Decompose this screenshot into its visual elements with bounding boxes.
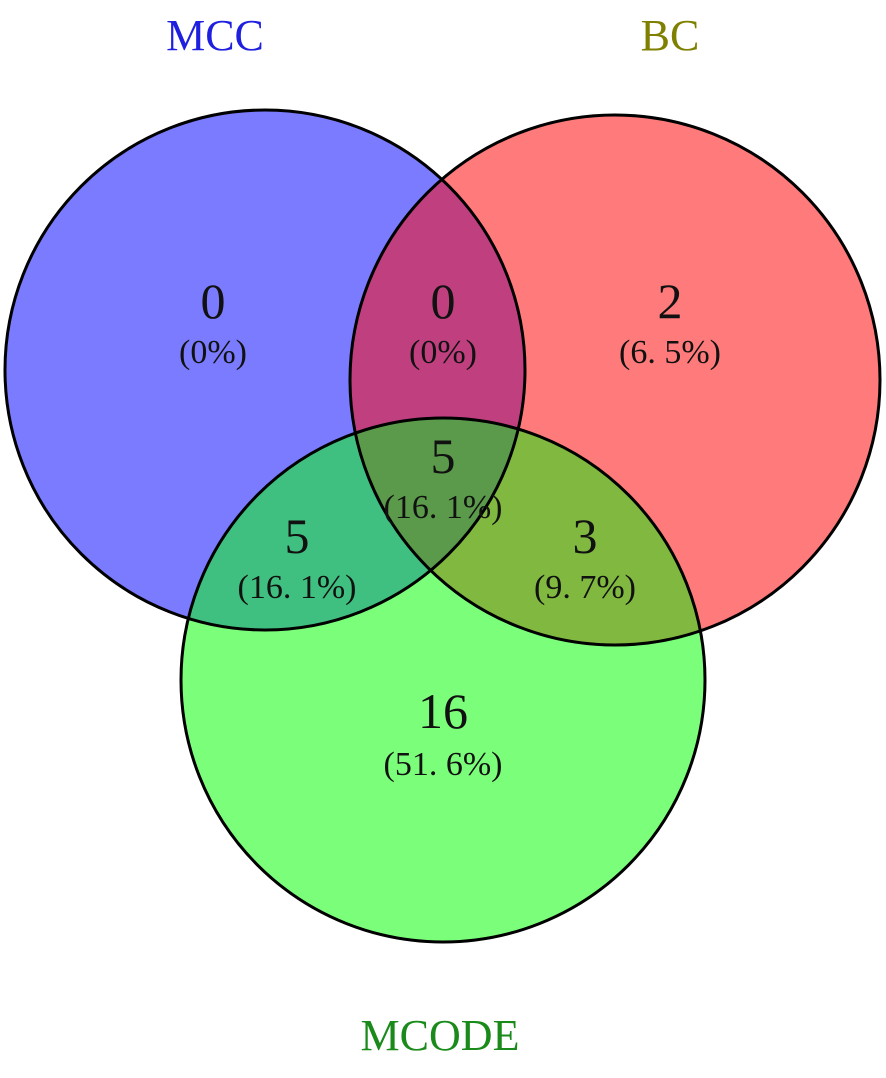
set-label-mcode: MCODE [361, 1011, 520, 1060]
overlap-bc-mcode [350, 418, 705, 645]
set-label-mcc: MCC [166, 11, 264, 60]
set-label-bc: BC [641, 11, 700, 60]
region-bc-mcode-count: 3 [573, 508, 598, 564]
region-mcc-bc-count: 0 [431, 273, 456, 329]
region-mcc-mcode-pct: (16. 1%) [238, 569, 357, 606]
region-mcc-only-count: 0 [201, 273, 226, 329]
region-all-three-count: 5 [431, 428, 456, 484]
overlap-mcc-mcode [181, 418, 525, 630]
region-bc-mcode-pct: (9. 7%) [534, 569, 636, 606]
region-bc-only-pct: (6. 5%) [619, 334, 721, 371]
circle-outlines [3, 108, 882, 944]
region-mcode-only-pct: (51. 6%) [384, 746, 503, 783]
region-mcc-mcode-count: 5 [285, 508, 310, 564]
region-all-three-pct: (16. 1%) [384, 489, 503, 526]
region-bc-only-count: 2 [658, 273, 683, 329]
region-mcode-only-count: 16 [418, 683, 468, 739]
region-mcc-only-pct: (0%) [179, 334, 247, 371]
region-mcc-bc-pct: (0%) [409, 334, 477, 371]
